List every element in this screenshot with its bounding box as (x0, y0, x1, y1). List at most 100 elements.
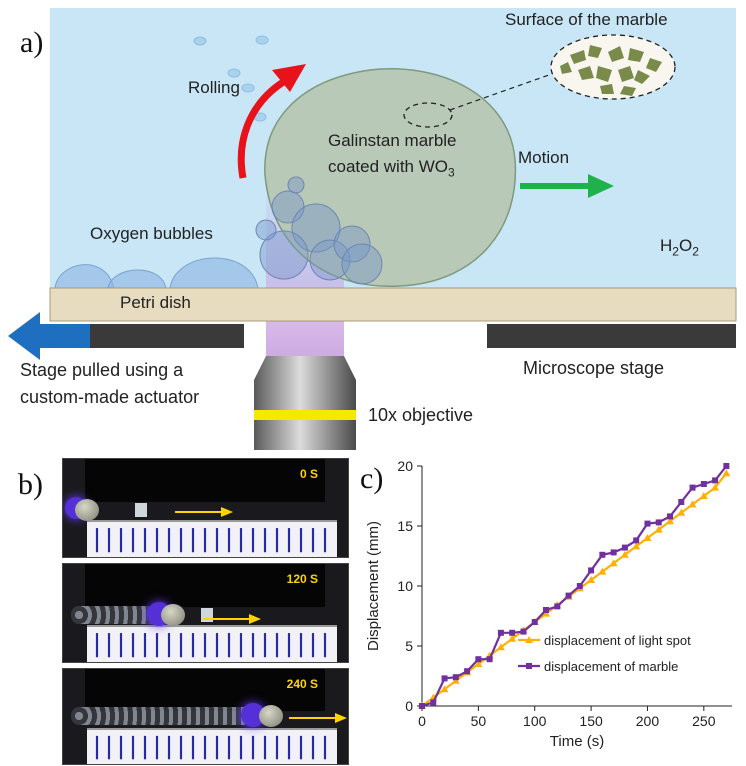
y-tick-label: 0 (405, 698, 413, 714)
data-point-marble (644, 520, 651, 527)
data-point-marble (419, 703, 425, 709)
data-point-light-spot (632, 542, 641, 550)
photo-frame-240s: 240 S (62, 668, 349, 765)
surface-detail-leader (449, 63, 581, 111)
panel-a: a) Surface of the marble Rolling Galinst… (8, 8, 737, 450)
rolling-label: Rolling (188, 78, 240, 97)
x-axis-label: Time (s) (550, 733, 604, 750)
panel-c-letter: c) (360, 462, 384, 495)
x-tick-label: 0 (418, 713, 426, 729)
panel-a-letter: a) (20, 26, 44, 59)
legend-label: displacement of marble (544, 659, 678, 674)
data-point-marble (520, 628, 527, 635)
bubble-trail (71, 707, 251, 725)
data-point-marble (678, 499, 685, 505)
direction-arrow (289, 713, 347, 723)
panel-a-drawing (8, 34, 737, 450)
surface-detail-marker (403, 102, 453, 128)
left-stage (88, 324, 244, 348)
ruler-strip (87, 519, 337, 557)
objective-band (254, 410, 356, 420)
data-point-marble (554, 603, 561, 610)
galinstan-marble (264, 68, 517, 287)
y-tick-label: 5 (405, 638, 413, 654)
objective-lens-top (254, 356, 356, 380)
time-label: 0 S (299, 467, 318, 481)
data-point-marble (723, 463, 730, 469)
data-point-marble (464, 668, 471, 675)
series-line-1 (421, 472, 728, 707)
h2o2-h: H (660, 236, 673, 255)
marble (259, 705, 283, 727)
data-point-marble (441, 675, 448, 682)
marble (161, 604, 185, 626)
data-point-light-spot (666, 517, 674, 525)
time-label: 120 S (286, 572, 318, 586)
data-point-light-spot (711, 483, 720, 491)
objective-label: 10x objective (368, 405, 474, 425)
series-line-2 (421, 465, 728, 708)
rolling-arrow-head (272, 64, 306, 92)
marble-label-sub: 3 (448, 165, 455, 180)
data-point-light-spot (598, 567, 607, 575)
x-tick-label: 200 (636, 713, 660, 729)
time-label: 240 S (286, 677, 318, 691)
data-point-marble (599, 551, 606, 558)
data-point-marble (475, 656, 482, 663)
data-point-light-spot (654, 525, 663, 533)
bubble-cluster (255, 176, 383, 285)
ruler-ticks (95, 527, 327, 552)
data-point-marble (497, 629, 504, 636)
legend-marker (526, 663, 532, 669)
h2o2-sub2: 2 (692, 244, 699, 259)
stage-block (85, 459, 325, 503)
data-point-marble (509, 629, 516, 636)
petri-label: Petri dish (120, 293, 191, 312)
y-tick-label: 20 (397, 458, 413, 474)
ruler-strip (87, 727, 337, 764)
stage-label-line1: Stage pulled using a (20, 360, 184, 380)
data-point-marble (655, 519, 662, 526)
data-point-marble (486, 656, 493, 663)
surface-label: Surface of the marble (505, 10, 668, 29)
bubbles-label: Oxygen bubbles (90, 224, 213, 243)
h2o2-label: H2O2 (660, 236, 699, 258)
y-tick-label: 15 (397, 518, 413, 534)
h2o2-o: O (678, 236, 693, 255)
y-axis-label: Displacement (mm) (365, 521, 382, 651)
data-point-marble (576, 583, 583, 589)
stage-label-line2: custom-made actuator (20, 387, 200, 407)
data-point-marble (452, 674, 459, 681)
x-tick-label: 50 (471, 713, 487, 729)
data-point-light-spot (620, 550, 629, 558)
microscope-label: Microscope stage (523, 358, 665, 378)
data-point-marble (712, 477, 719, 484)
ruler-strip (87, 624, 337, 662)
data-point-light-spot (722, 469, 731, 477)
data-point-light-spot (451, 676, 460, 684)
direction-arrow (203, 614, 261, 624)
slit (135, 503, 147, 517)
data-point-marble (430, 699, 437, 706)
data-point-light-spot (699, 492, 708, 499)
data-point-light-spot (496, 643, 505, 651)
photo-frame-120s: 120 S (62, 563, 349, 663)
bubble-trail (71, 606, 157, 624)
data-point-light-spot (542, 609, 550, 617)
data-point-light-spot (643, 534, 652, 541)
ruler-ticks (95, 735, 327, 760)
data-point-light-spot (508, 634, 517, 642)
marble-label-line2: coated with WO3 (328, 157, 455, 179)
data-point-marble (689, 484, 696, 491)
marble (75, 499, 99, 521)
data-point-light-spot (587, 576, 596, 583)
marble-label-line1: Galinstan marble (328, 131, 457, 150)
x-tick-label: 150 (579, 713, 603, 729)
data-point-marble (588, 567, 595, 574)
x-tick-label: 100 (523, 713, 547, 729)
data-point-light-spot (677, 508, 686, 516)
data-point-light-spot (440, 685, 449, 693)
data-point-marble (621, 544, 628, 551)
right-stage (487, 324, 736, 348)
stage-block (85, 669, 325, 711)
